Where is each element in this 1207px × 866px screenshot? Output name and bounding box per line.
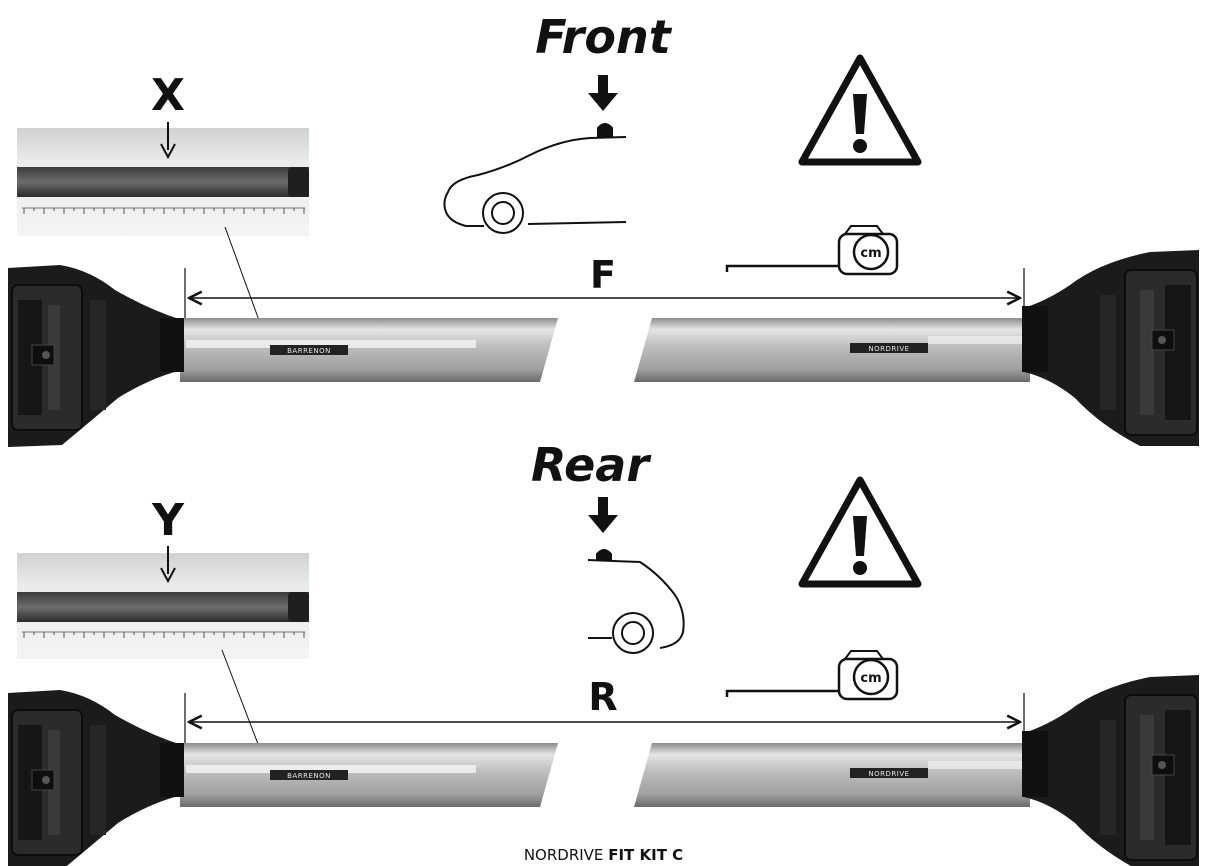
front-dimension: F (184, 253, 1025, 318)
front-tape-measure-icon: cm (725, 224, 899, 276)
rear-down-arrow-icon (588, 497, 618, 533)
rear-tape-unit: cm (860, 671, 881, 686)
car-rear-icon (587, 549, 685, 654)
footer-product: FIT KIT C (608, 846, 684, 864)
front-roof-bar: BARRENON NORDRIVE (7, 249, 1200, 448)
rear-dimension-letter: R (588, 675, 617, 719)
front-dimension-letter: F (590, 253, 616, 297)
front-down-arrow-icon (588, 75, 618, 111)
front-tape-unit: cm (860, 246, 881, 261)
front-right-foot (1021, 249, 1200, 447)
rear-section: Rear Y (7, 438, 1200, 866)
car-front-icon (443, 123, 627, 234)
front-brand-right: NORDRIVE (868, 345, 909, 353)
front-section: Front X (7, 10, 1200, 448)
front-zoom-inset: X (17, 70, 309, 346)
front-brand-left: BARRENON (287, 347, 331, 355)
front-left-foot (7, 264, 185, 448)
front-zoom-letter: X (151, 70, 185, 121)
rear-left-foot (7, 689, 185, 866)
front-heading: Front (535, 10, 672, 64)
front-warning-triangle-icon (802, 58, 918, 162)
rear-brand-right: NORDRIVE (868, 770, 909, 778)
rear-heading: Rear (531, 438, 652, 492)
rear-right-foot (1021, 674, 1200, 866)
rear-zoom-letter: Y (151, 495, 185, 546)
footer-brand: NORDRIVE (523, 846, 604, 864)
rear-tape-measure-icon: cm (725, 649, 899, 701)
rear-zoom-inset: Y (17, 495, 309, 771)
rear-brand-left: BARRENON (287, 772, 331, 780)
rear-warning-triangle-icon (802, 480, 918, 584)
footer-caption: NORDRIVE FIT KIT C (0, 846, 1207, 864)
rear-dimension: R (184, 675, 1025, 743)
rear-roof-bar: BARRENON NORDRIVE (7, 674, 1200, 866)
